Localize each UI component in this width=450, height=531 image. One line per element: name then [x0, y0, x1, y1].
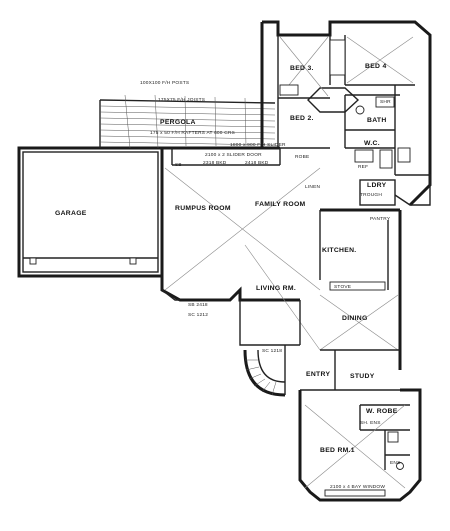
- bedroom-wing: [260, 20, 432, 207]
- room-bed4: BED 4: [365, 63, 387, 70]
- note-sb: SB: [175, 162, 182, 168]
- note-slider2: 1800 x 900 F/H SLIDER: [230, 142, 286, 148]
- master-wing: [298, 388, 422, 502]
- note-ens: ENS: [390, 460, 400, 466]
- room-garage: GARAGE: [55, 210, 87, 217]
- note-tanks: SC 1218: [262, 348, 282, 354]
- room-family: FAMILY ROOM: [255, 201, 306, 208]
- room-ldry: LDRY: [367, 182, 387, 189]
- note-linen: LINEN: [305, 184, 320, 190]
- note-robe: ROBE: [295, 154, 309, 160]
- room-bed3: BED 3.: [290, 65, 314, 72]
- note-posts: 100X100 F/H POSTS: [140, 80, 189, 86]
- note-slider1: 2100 x 2 SLIDER DOOR: [205, 152, 262, 158]
- note-beam: 175 x 50 F/H RAFTERS AT 600 CRS: [150, 130, 235, 136]
- note-pantry: PANTRY: [370, 216, 391, 222]
- room-dining: DINING: [342, 315, 368, 322]
- room-bed1: BED RM.1: [320, 447, 355, 454]
- note-sh-ens: SH. ENS: [360, 420, 381, 426]
- room-bath: BATH: [367, 117, 387, 124]
- room-bed2: BED 2.: [290, 115, 314, 122]
- pergola: [99, 94, 276, 149]
- note-sb-window: SB 2418: [188, 302, 208, 308]
- main-walls: [160, 146, 402, 391]
- note-stove: STOVE: [334, 284, 351, 290]
- room-wrobe: W. ROBE: [366, 408, 398, 415]
- room-rumpus: RUMPUS ROOM: [175, 205, 231, 212]
- note-win-2418: 2418 BKD: [245, 160, 269, 166]
- note-trough: TROUGH: [360, 192, 382, 198]
- room-wc: W.C.: [364, 140, 380, 147]
- note-ref: REF: [358, 164, 368, 170]
- stair-curve: [243, 345, 286, 397]
- note-shr: SHR: [380, 99, 391, 105]
- room-kitchen: KITCHEN.: [322, 247, 357, 254]
- note-sc-window: SC 1212: [188, 312, 208, 318]
- room-entry: ENTRY: [306, 371, 330, 378]
- room-living: LIVING RM.: [256, 285, 296, 292]
- room-pergola: PERGOLA: [160, 119, 196, 126]
- note-win-2318: 2318 BKD: [203, 160, 227, 166]
- note-joists: 175X75 F/H JOISTS: [158, 97, 205, 103]
- room-study: STUDY: [350, 373, 375, 380]
- note-bay-window: 2100 x 4 BAY WINDOW: [330, 484, 385, 490]
- garage-walls: [17, 146, 164, 278]
